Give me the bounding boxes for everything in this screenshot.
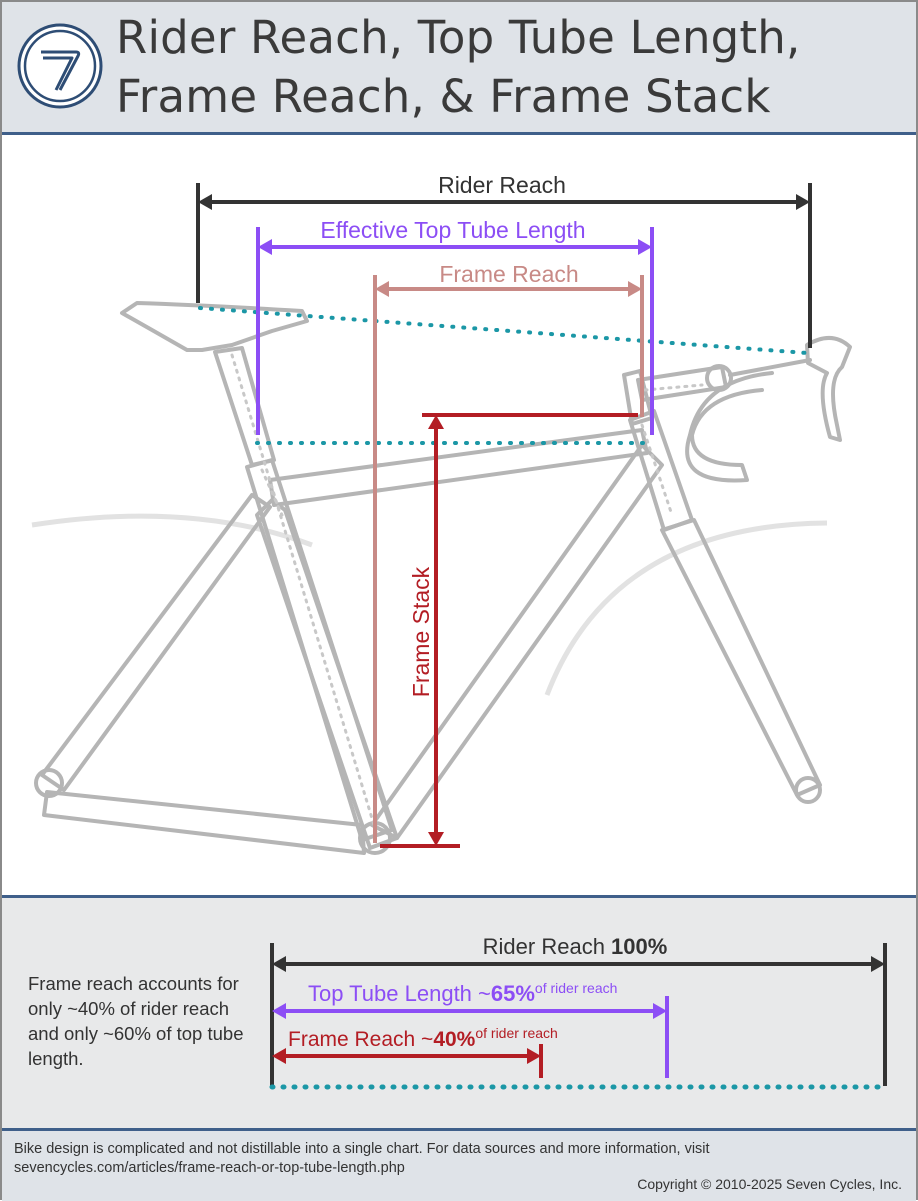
top-tube-summary-value: 65% <box>491 981 535 1006</box>
rider-reach-bar <box>270 943 887 1086</box>
seven-cycles-logo-icon <box>17 23 103 109</box>
frame-reach-summary-value: 40% <box>433 1028 475 1051</box>
frame-reach-dimension <box>373 275 644 843</box>
top-tube-summary-label: Top Tube Length ~65%of rider reach <box>308 980 617 1006</box>
top-tube-summary-text: Top Tube Length ~ <box>308 981 491 1006</box>
bike-frame <box>34 301 852 855</box>
rider-reach-label: Rider Reach <box>438 172 566 198</box>
summary-panel: Frame reach accounts for only ~40% of ri… <box>2 895 916 1131</box>
proportion-diagram: Rider Reach 100% Top Tube Length ~65%of … <box>269 934 891 1090</box>
footer-text: Bike design is complicated and not disti… <box>14 1140 894 1178</box>
footer: Bike design is complicated and not disti… <box>2 1128 916 1201</box>
bike-geometry-diagram: Rider Reach Effective Top Tube Length Fr… <box>31 172 852 855</box>
footer-source-link[interactable]: sevencycles.com/articles/frame-reach-or-… <box>14 1160 405 1176</box>
front-wheel-arc <box>544 520 828 696</box>
rear-wheel-arc <box>31 513 313 548</box>
frame-reach-summary-label: Frame Reach ~40%of rider reach <box>288 1025 558 1051</box>
rider-reach-dimension <box>196 183 812 348</box>
top-tube-label: Effective Top Tube Length <box>320 217 585 243</box>
frame-reach-summary-text: Frame Reach ~ <box>288 1028 433 1051</box>
frame-reach-label: Frame Reach <box>439 261 578 287</box>
reach-guide-lines <box>198 306 809 445</box>
top-tube-dimension <box>256 227 654 435</box>
rider-reach-summary-text: Rider Reach <box>483 934 611 959</box>
frame-stack-label: Frame Stack <box>408 566 434 697</box>
footer-line-1: Bike design is complicated and not disti… <box>14 1141 710 1157</box>
top-tube-bar <box>272 996 669 1078</box>
header: Rider Reach, Top Tube Length, Frame Reac… <box>2 2 916 135</box>
rider-reach-summary-label: Rider Reach 100% <box>483 934 668 959</box>
summary-note: Frame reach accounts for only ~40% of ri… <box>28 973 244 1069</box>
frame-reach-summary-suffix: of rider reach <box>475 1025 557 1041</box>
page-title-line-2: Frame Reach, & Frame Stack <box>116 70 771 123</box>
page-title-line-1: Rider Reach, Top Tube Length, <box>116 11 801 64</box>
top-tube-summary-suffix: of rider reach <box>535 980 617 996</box>
rider-reach-summary-value: 100% <box>611 934 667 959</box>
copyright-notice: Copyright © 2010-2025 Seven Cycles, Inc. <box>637 1176 902 1192</box>
frame-reach-bar <box>272 1044 543 1078</box>
frame-stack-dimension <box>380 413 638 848</box>
